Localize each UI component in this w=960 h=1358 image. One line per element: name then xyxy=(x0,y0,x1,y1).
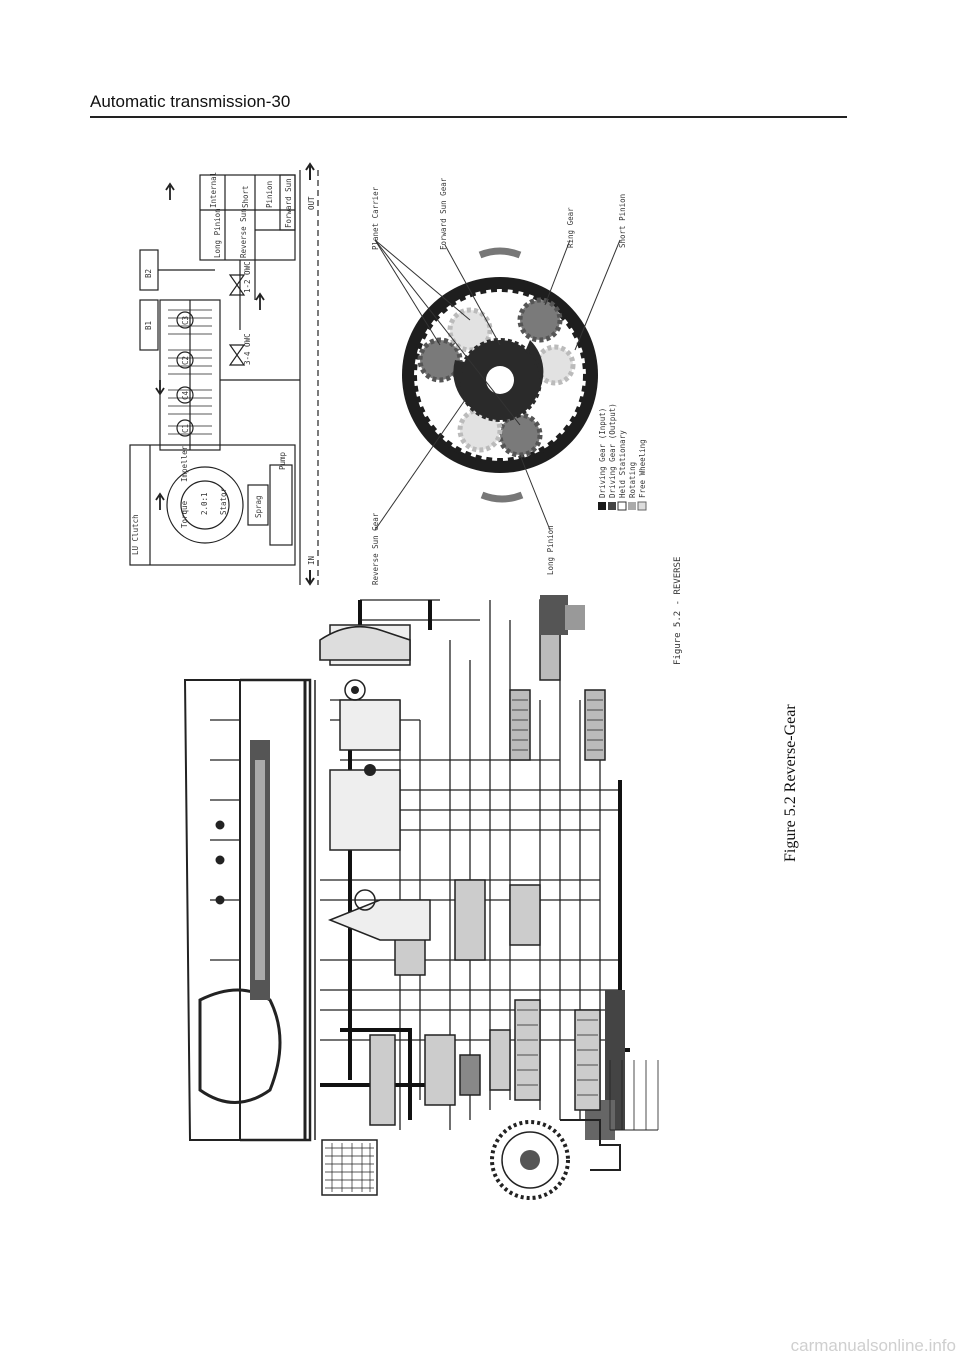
long-pinion-gear-label: Long Pinion xyxy=(546,525,555,575)
header-rule xyxy=(90,116,847,118)
ring-gear-label: Ring Gear xyxy=(566,207,575,248)
figure-title: Figure 5.2 - REVERSE xyxy=(673,557,683,665)
pinion-label: Pinion xyxy=(265,181,274,208)
c1-label: C1 xyxy=(181,424,190,433)
legend-item: Driving Gear (Input) xyxy=(598,408,607,498)
out-label: OUT xyxy=(307,196,316,210)
block-labels: LU Clutch Torque Impeller 2.0:1 Stator S… xyxy=(131,172,316,565)
forward-sun-gear-label: Forward Sun Gear xyxy=(439,177,448,250)
figure-caption: Figure 5.2 Reverse-Gear xyxy=(782,704,799,862)
in-label: IN xyxy=(307,556,316,565)
pump-label: Pump xyxy=(278,451,287,470)
short-label: Short xyxy=(241,185,250,208)
c2-label: C2 xyxy=(181,356,190,365)
reverse-sun-label: Reverse Sun xyxy=(239,208,248,258)
hydraulic-schematic xyxy=(183,595,659,1200)
watermark: carmanualsonline.info xyxy=(790,1336,956,1355)
reverse-sun-gear-label: Reverse Sun Gear xyxy=(371,512,380,585)
legend-item: Free Wheeling xyxy=(638,439,647,498)
long-pinion-label: Long Pinion xyxy=(213,208,222,258)
c3-label: C3 xyxy=(181,316,190,325)
owc-12-label: 1-2 OWC xyxy=(243,261,252,293)
c4-label: C4 xyxy=(181,390,190,400)
page-header: Automatic transmission-30 xyxy=(90,92,291,111)
torque-label: Torque xyxy=(180,500,189,528)
owc-34-label: 3-4 OWC xyxy=(243,333,252,365)
tc-ratio-label: 2.0:1 xyxy=(200,492,209,515)
short-pinion-label: Short Pinion xyxy=(618,194,627,248)
legend-item: Held Stationary xyxy=(618,430,627,498)
gear-diagram xyxy=(374,239,647,531)
legend-item: Rotating xyxy=(628,462,637,498)
block-diagram xyxy=(129,162,319,586)
lu-clutch-label: LU Clutch xyxy=(131,514,140,555)
sprag-label: Sprag xyxy=(254,495,263,518)
b1-label: B1 xyxy=(144,321,153,330)
gear-labels: Planet Carrier Forward Sun Gear Ring Gea… xyxy=(371,177,683,665)
impeller-label: Impeller xyxy=(180,445,189,482)
internal-label: Internal xyxy=(209,172,218,208)
b2-label: B2 xyxy=(144,269,153,278)
forward-sun-label: Forward Sun xyxy=(284,178,293,228)
legend-item: Driving Gear (Output) xyxy=(608,403,617,498)
stator-label: Stator xyxy=(219,487,228,515)
planet-carrier-label: Planet Carrier xyxy=(371,186,380,250)
